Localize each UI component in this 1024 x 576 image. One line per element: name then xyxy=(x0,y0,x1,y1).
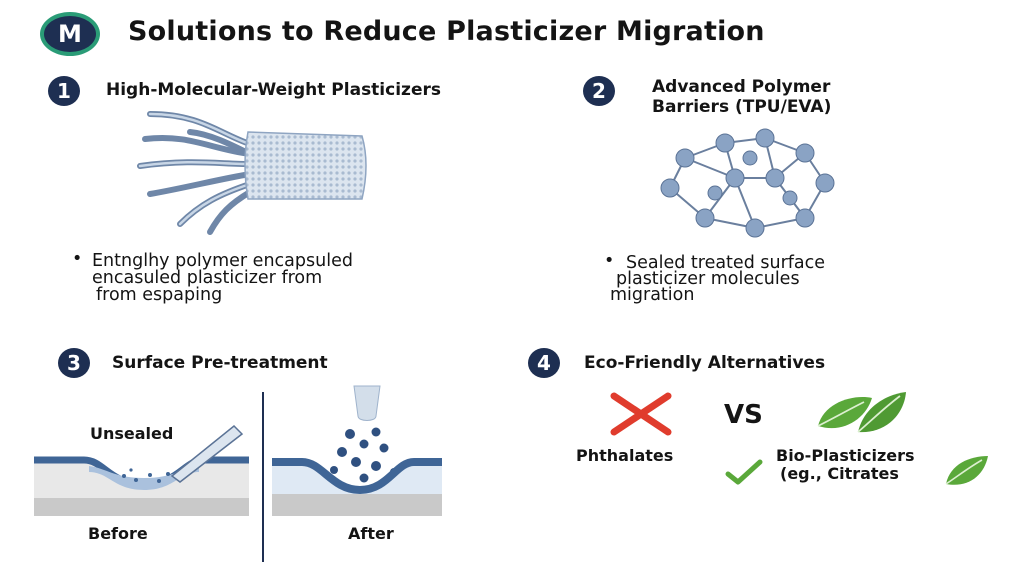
section-4-title: Eco-Friendly Alternatives xyxy=(584,353,826,373)
polymer-tubes-illustration xyxy=(137,111,367,235)
section-2-line-1: Sealed treated surface xyxy=(626,253,826,273)
section-1-line-1: Entnglhy polymer encapsuled xyxy=(92,251,353,271)
section-4-number: 4 xyxy=(528,348,560,378)
phthalates-label: Phthalates xyxy=(576,446,674,465)
bio-plasticizers-label-line-1: Bio-Plasticizers xyxy=(776,446,915,465)
unsealed-pointer-icon xyxy=(170,424,244,483)
section-1-number: 1 xyxy=(48,76,80,106)
leaf-icon xyxy=(817,392,906,433)
logo-letter: M xyxy=(44,16,96,52)
section-3-title: Surface Pre-treatment xyxy=(112,353,328,373)
after-surface-diagram xyxy=(272,385,442,516)
logo: M xyxy=(40,12,100,56)
check-mark-icon xyxy=(725,459,763,485)
section-1-bullet: • xyxy=(72,249,83,269)
section-2-line-2: plasticizer molecules xyxy=(616,269,800,289)
section-2-title-line-1: Advanced Polymer xyxy=(652,77,831,97)
bio-plasticizers-label-line-2: (eg., Citrates xyxy=(780,464,899,483)
page-title: Solutions to Reduce Plasticizer Migratio… xyxy=(128,16,765,47)
before-surface-diagram xyxy=(34,424,249,516)
vs-label: VS xyxy=(724,400,763,430)
section-3-number: 3 xyxy=(58,348,90,378)
section-2-number: 2 xyxy=(583,76,615,106)
nozzle-icon xyxy=(353,385,381,421)
after-label: After xyxy=(348,524,394,543)
leaf-icon-small xyxy=(945,456,988,485)
section-2-line-3: migration xyxy=(610,285,695,305)
before-label: Before xyxy=(88,524,148,543)
section-1-title: High-Molecular-Weight Plasticizers xyxy=(106,80,441,100)
section-1-line-3: from espaping xyxy=(96,285,223,305)
before-after-divider xyxy=(262,392,264,562)
polymer-barrier-molecule xyxy=(660,128,835,238)
section-2-bullet: • xyxy=(604,251,615,271)
x-mark-icon xyxy=(610,392,672,436)
section-1-line-2: encasuled plasticizer from xyxy=(92,268,323,288)
section-2-title-line-2: Barriers (TPU/EVA) xyxy=(652,97,832,117)
unsealed-label: Unsealed xyxy=(90,424,174,443)
